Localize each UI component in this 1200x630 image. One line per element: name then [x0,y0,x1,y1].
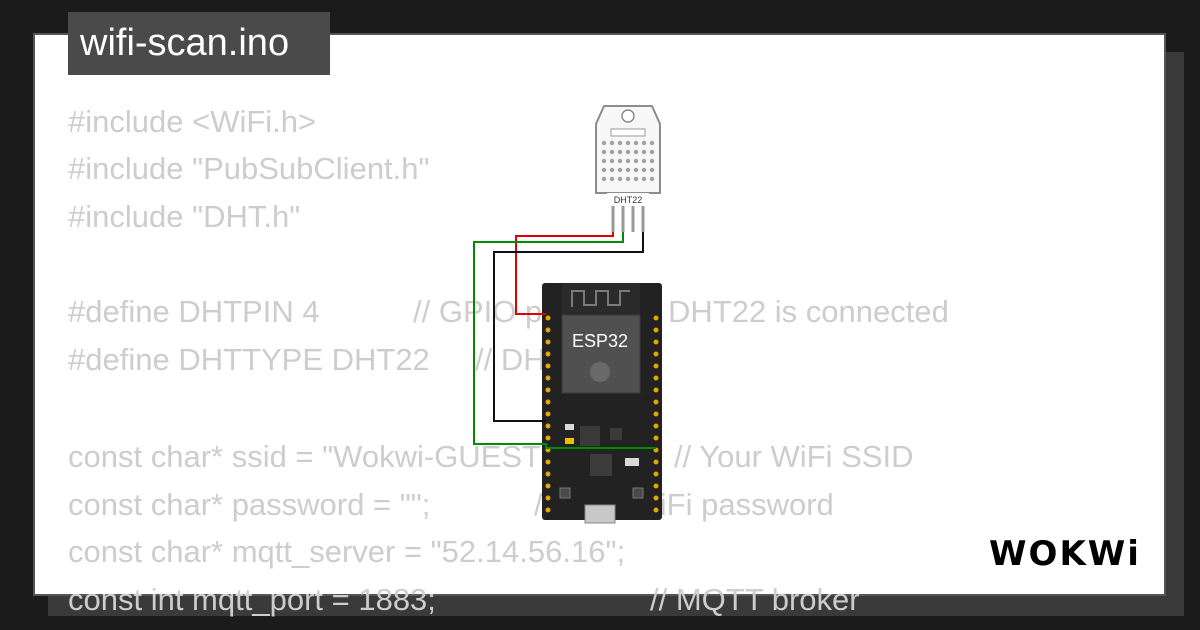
code-line-3: #include "DHT.h" [68,199,301,234]
esp32-label: ESP32 [572,331,628,351]
wokwi-logo: WOKWi [989,534,1141,574]
pin-header-right [653,315,659,513]
dht22-label: DHT22 [614,195,643,205]
code-line-9: const char* password = ""; [68,487,431,522]
usb-port [584,504,616,524]
file-tab[interactable]: wifi-scan.ino [68,12,330,75]
code-line-6: #define DHTTYPE DHT22 [68,342,430,377]
code-preview: #include <WiFi.h> #include "PubSubClient… [68,102,1118,617]
code-line-11: const int mqtt_port = 1883; [68,582,436,617]
file-tab-label: wifi-scan.ino [80,22,290,64]
code-line-1: #include <WiFi.h> [68,104,317,139]
code-comment-11: // MQTT broker [650,582,860,617]
wokwi-logo-text: WOKWi [989,534,1141,574]
code-comment-8: // Your WiFi SSID [674,439,914,474]
wires [473,232,656,449]
code-line-10: const char* mqtt_server = "52.14.56.16"; [68,534,626,569]
code-line-5: #define DHTPIN 4 [68,294,320,329]
dht22-sensor[interactable]: DHT22 [595,105,661,232]
pin-header-left [545,315,551,513]
code-line-2: #include "PubSubClient.h" [68,151,430,186]
esp32-board[interactable]: ESP32 [542,283,662,524]
circuit-diagram[interactable]: DHT22 ESP32 [440,100,700,540]
